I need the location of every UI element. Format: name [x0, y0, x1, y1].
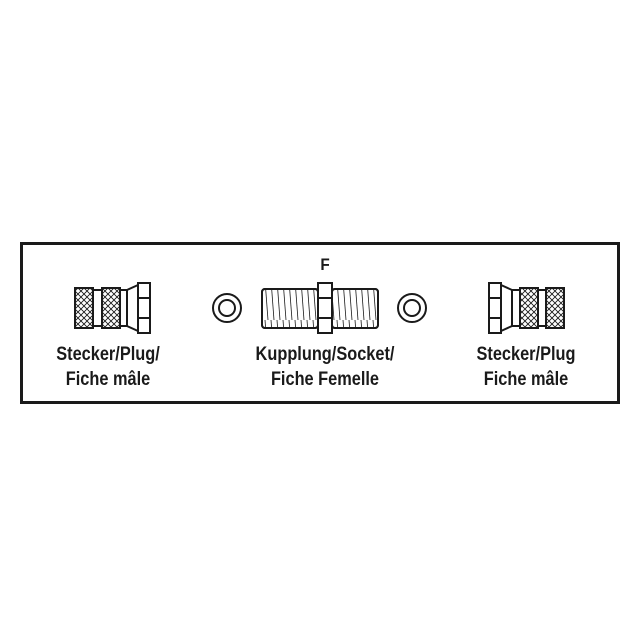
label-line-2: Fiche Femelle: [270, 369, 380, 390]
right-plug-icon: [488, 282, 565, 334]
label-line-1: Stecker/Plug: [476, 344, 576, 365]
washer-icon: [397, 293, 427, 323]
coupler-label: Kupplung/Socket/ Fiche Femelle: [248, 342, 403, 392]
label-line-2: Fiche mâle: [65, 369, 151, 390]
f-coupler-icon: [261, 282, 379, 334]
label-line-2: Fiche mâle: [483, 369, 569, 390]
washer-icon: [212, 293, 242, 323]
label-line-1: Stecker/Plug/: [56, 344, 160, 365]
right-plug-label: Stecker/Plug Fiche mâle: [466, 342, 586, 392]
connector-type-label: F: [320, 255, 330, 274]
left-plug-icon: [74, 282, 151, 334]
label-line-1: Kupplung/Socket/: [255, 344, 395, 365]
left-plug-label: Stecker/Plug/ Fiche mâle: [48, 342, 168, 392]
